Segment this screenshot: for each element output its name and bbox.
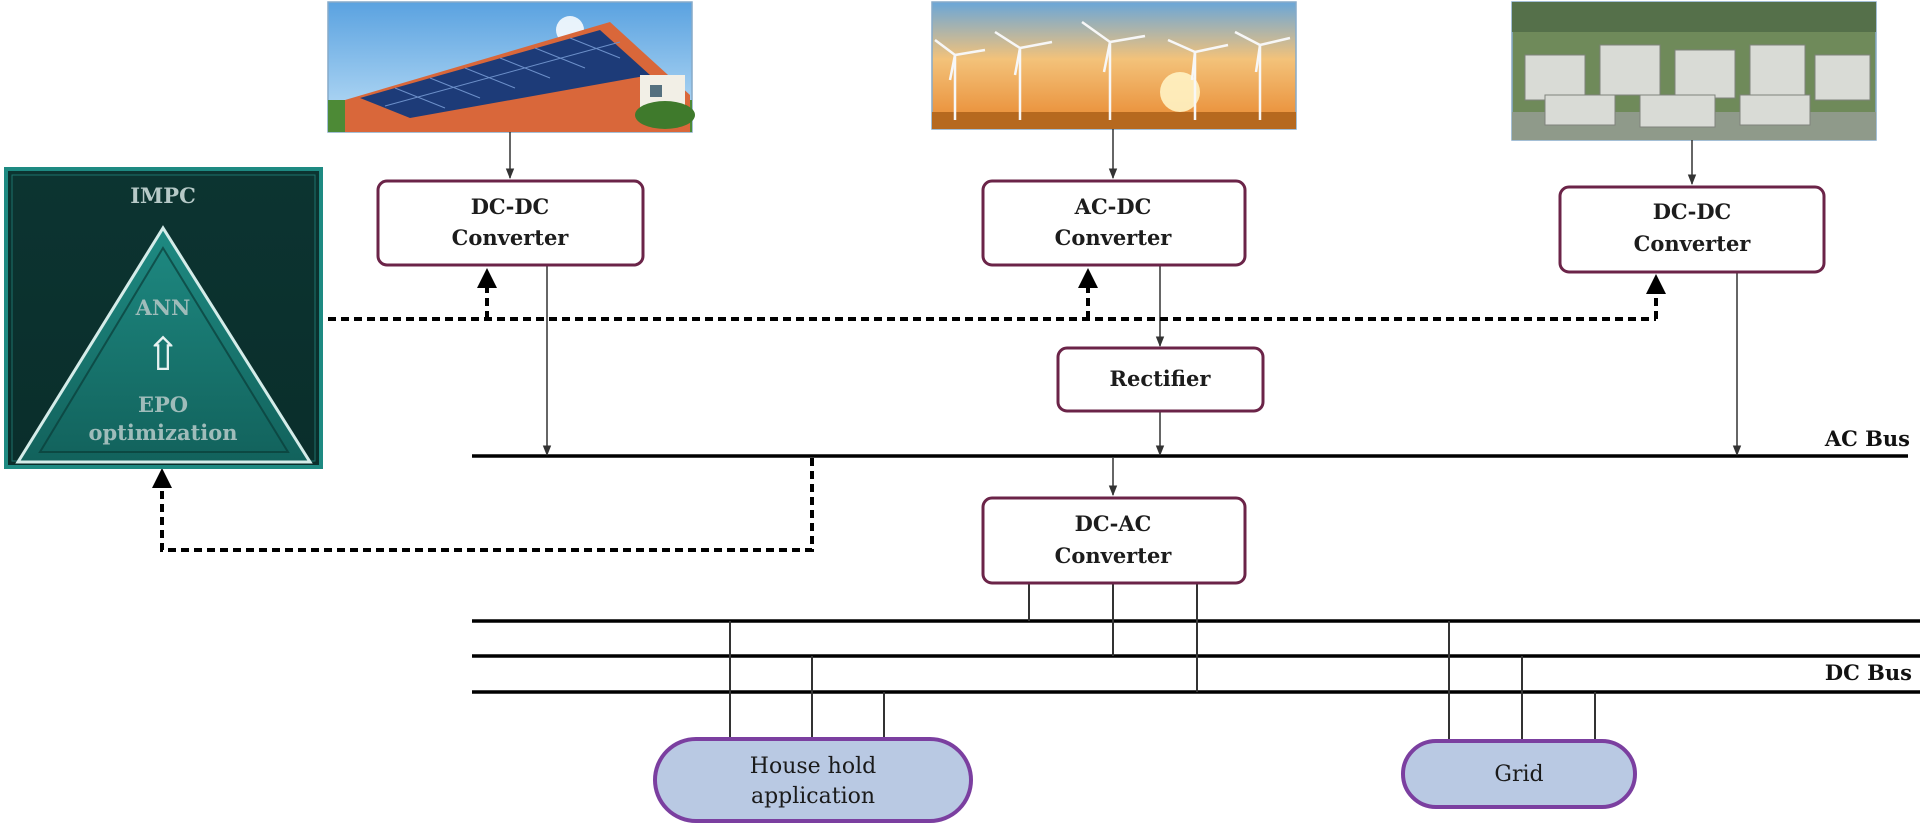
grid-label: Grid xyxy=(1494,762,1543,787)
storage-dc-dc-converter: DC-DC Converter xyxy=(1558,185,1826,274)
rectifier-label: Rectifier xyxy=(1110,366,1212,391)
inverter-drops xyxy=(1028,583,1198,692)
household-line2: application xyxy=(751,784,875,809)
inverter-dc-ac-converter: DC-AC Converter xyxy=(981,496,1247,585)
ac-bus-label: AC Bus xyxy=(1824,426,1910,451)
converter-line2: Converter xyxy=(452,225,570,250)
wind-ac-dc-converter: AC-DC Converter xyxy=(981,179,1247,267)
feedback-signal-line xyxy=(152,458,814,552)
converter-line1: DC-AC xyxy=(1075,511,1152,536)
converter-line2: Converter xyxy=(1055,543,1173,568)
optimization-triangle xyxy=(15,225,313,464)
converter-line1: AC-DC xyxy=(1074,194,1152,219)
up-arrow-icon: ⇧ xyxy=(144,327,183,381)
dc-bus-label: DC Bus xyxy=(1825,660,1912,685)
ann-label: ANN xyxy=(135,295,191,320)
grid-load: Grid xyxy=(1401,739,1637,809)
rectifier-block: Rectifier xyxy=(1056,346,1265,413)
impc-controller: IMPC ANN ⇧ EPO optimization xyxy=(4,167,323,469)
impc-title: IMPC xyxy=(130,183,196,208)
optimization-label: optimization xyxy=(88,420,237,445)
epo-label: EPO xyxy=(138,392,188,417)
battery-storage-photo xyxy=(1511,1,1877,141)
converter-line1: DC-DC xyxy=(471,194,550,219)
household-load: House hold application xyxy=(653,737,973,823)
converter-line1: DC-DC xyxy=(1653,199,1732,224)
load-connections xyxy=(729,621,1596,740)
converter-line2: Converter xyxy=(1634,231,1752,256)
wind-turbines-photo xyxy=(931,1,1297,130)
household-line1: House hold xyxy=(750,754,876,779)
solar-dc-dc-converter: DC-DC Converter xyxy=(376,179,645,267)
converter-line2: Converter xyxy=(1055,225,1173,250)
control-signals xyxy=(152,268,1666,552)
solar-panels-photo xyxy=(327,1,695,133)
